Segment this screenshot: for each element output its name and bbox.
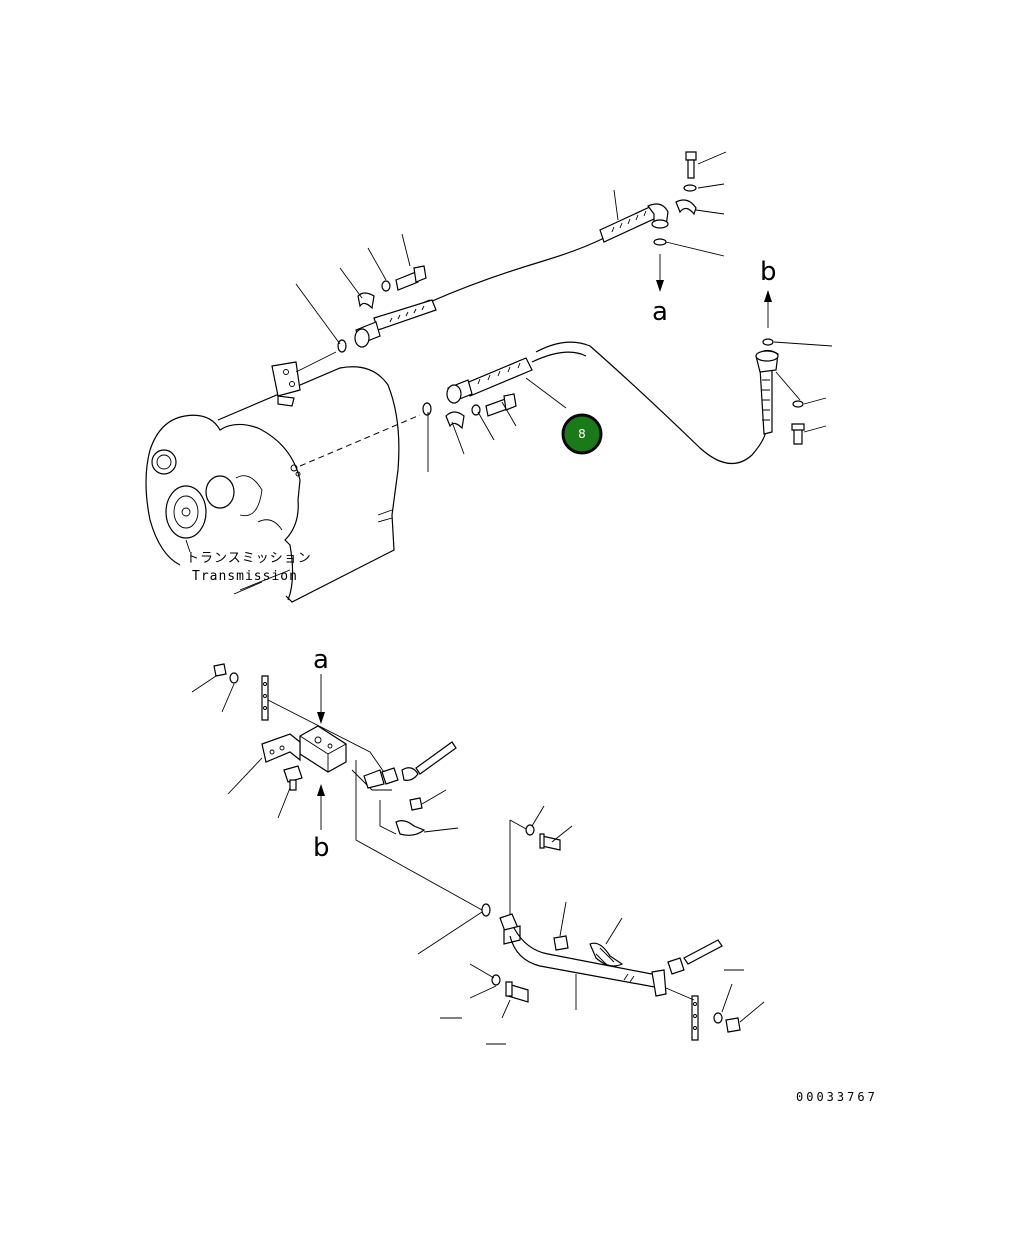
transmission-label-en: Transmission: [192, 569, 298, 584]
ref-arrow-a-lower: [317, 674, 325, 724]
lower-hose: [422, 338, 805, 465]
ref-label-a-top: a: [652, 297, 668, 327]
ref-label-b-top: b: [760, 257, 777, 287]
drawing-number: 00033767: [796, 1090, 878, 1104]
upper-tube: [337, 151, 697, 353]
callout-8-button[interactable]: 8: [561, 413, 603, 455]
leader-lines-lower: [191, 675, 765, 1045]
callout-8-label: 8: [578, 427, 586, 441]
ref-arrow-b-lower: [317, 784, 325, 830]
transmission-label-jp: トランスミッション: [186, 551, 312, 566]
ref-label-b-bottom: b: [313, 833, 330, 863]
ref-label-a-bottom: a: [313, 645, 329, 675]
ref-arrow-a-upper: [656, 254, 664, 292]
lower-tube-assembly: [469, 819, 741, 1041]
housing-bracket: [271, 351, 337, 407]
ref-arrow-b-upper: [764, 290, 772, 328]
leader-lines-upper: [295, 151, 833, 472]
lower-bracket-assembly: [213, 663, 491, 917]
transmission-housing: [145, 366, 421, 603]
